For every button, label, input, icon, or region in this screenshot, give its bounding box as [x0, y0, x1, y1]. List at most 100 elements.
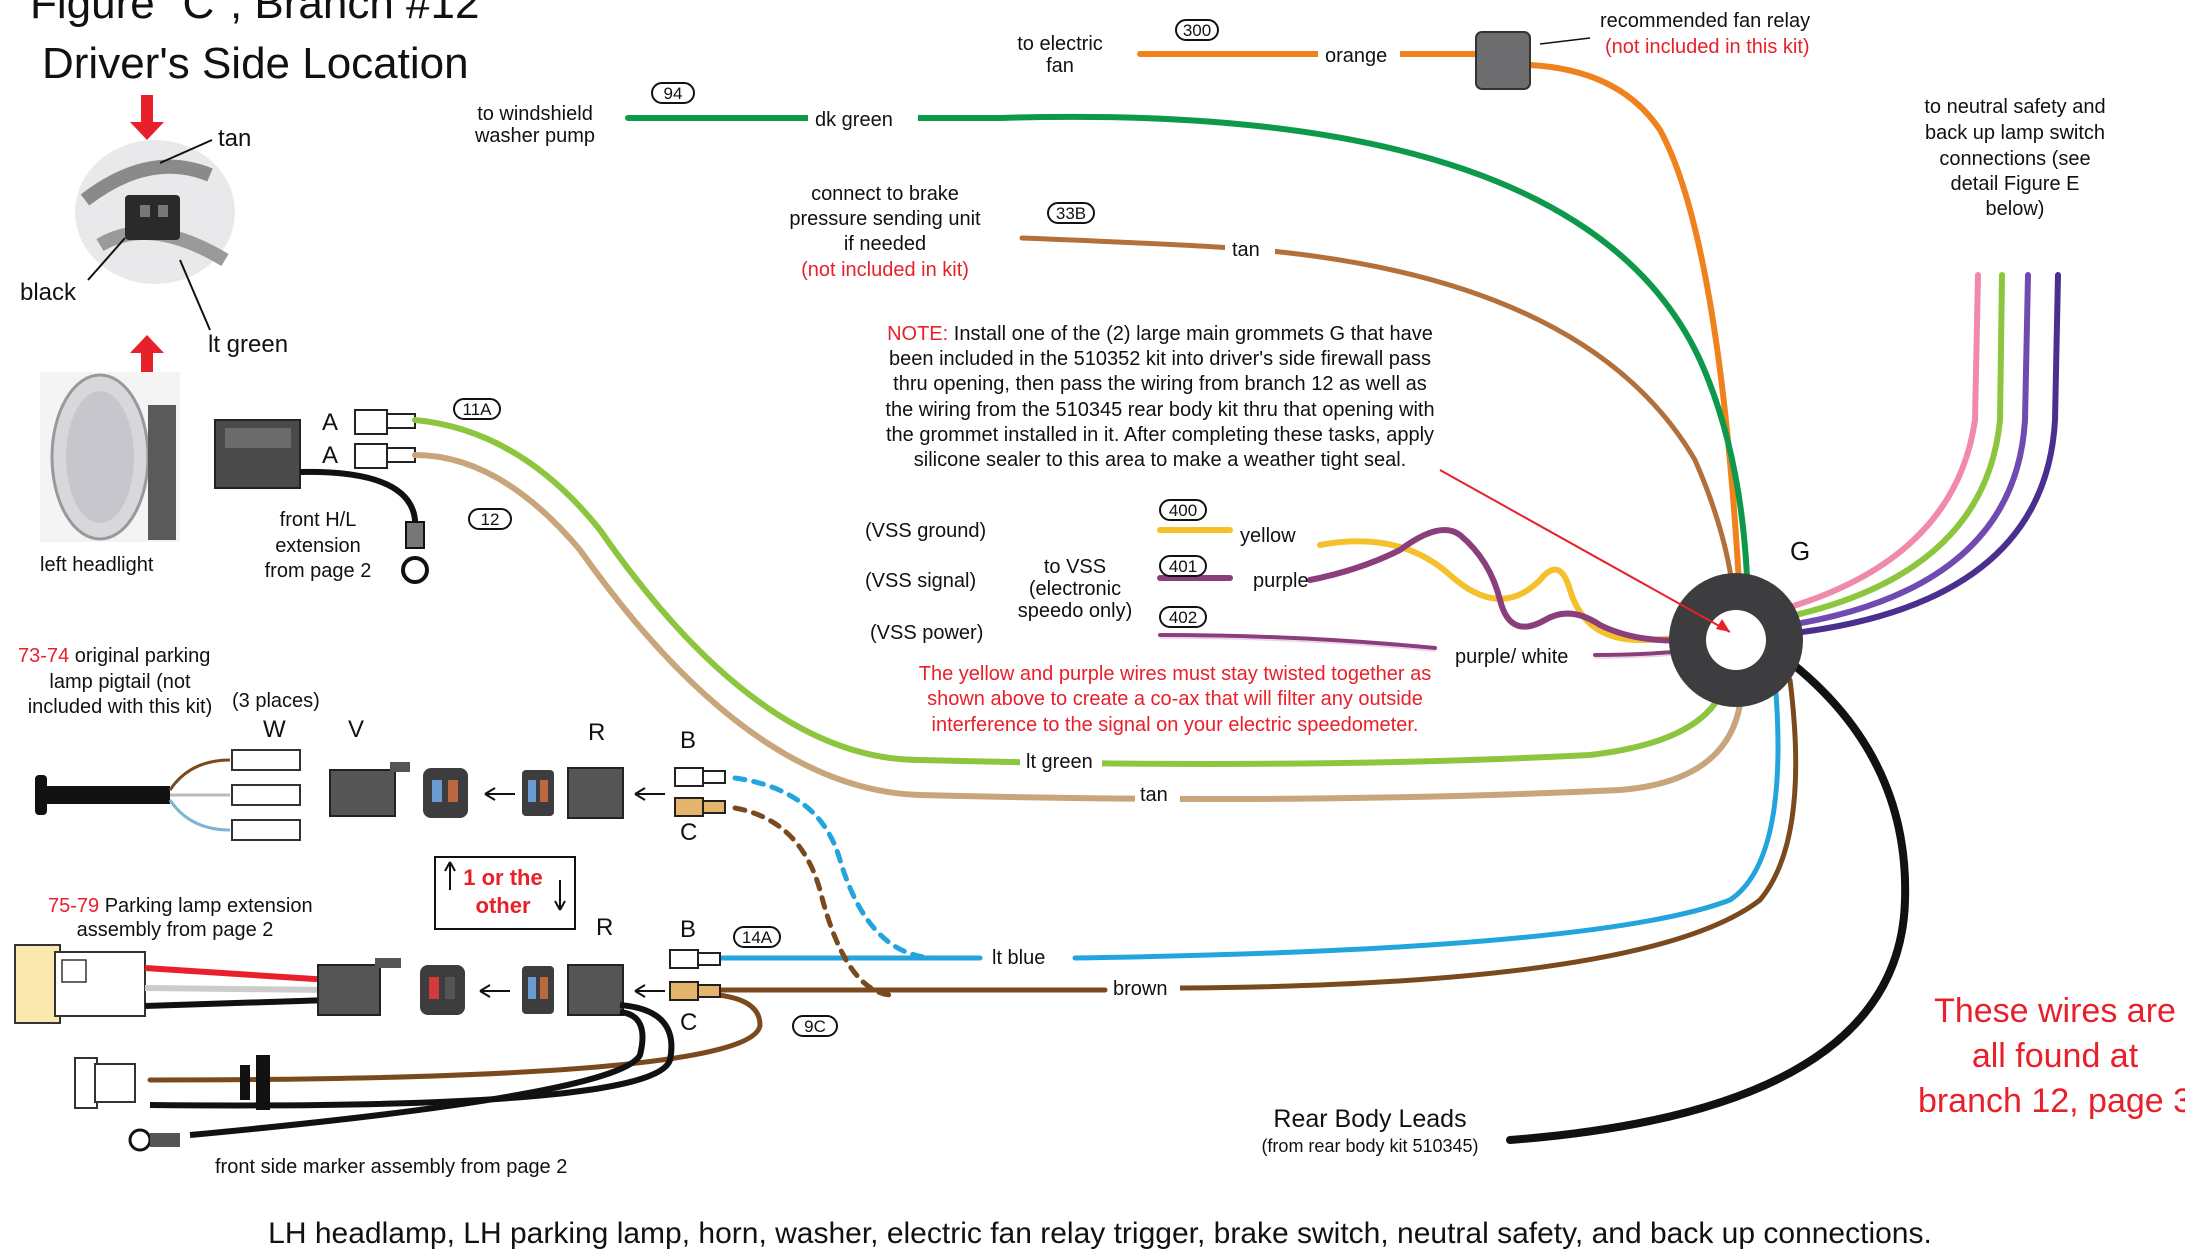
label-b1: B	[680, 727, 696, 754]
label-brake-3: if needed	[844, 233, 926, 255]
label-conn-a1: A	[322, 409, 338, 436]
arrow-down-icon	[130, 95, 164, 140]
label-lt-blue: lt blue	[992, 947, 1045, 969]
one-or-other-2: other	[476, 893, 531, 918]
note-line-6: silicone sealer to this area to make a w…	[914, 449, 1406, 471]
label-orange: orange	[1325, 45, 1387, 67]
label-side-marker: front side marker assembly from page 2	[215, 1156, 567, 1178]
label-washer-1: to windshield	[477, 103, 593, 125]
svg-text:73-74 original parking: 73-74 original parking	[18, 645, 210, 667]
note-line-1: Install one of the (2) large main gromme…	[948, 323, 1433, 345]
wire-lt-blue-alt	[732, 775, 943, 961]
label-neutral-4: detail Figure E	[1951, 173, 2080, 195]
wire-brown-alt	[732, 805, 893, 998]
svg-text:interference to the signal on: interference to the signal on your elect…	[932, 714, 1419, 736]
orig-line-2: lamp pigtail (not	[49, 671, 191, 693]
connector-r-lower-small	[522, 966, 554, 1014]
install-note: NOTE: Install one of the (2) large main …	[885, 323, 1434, 471]
connector-r-upper-small	[522, 770, 554, 816]
arrow-left-icon-4	[634, 984, 665, 998]
label-rear-body: Rear Body Leads	[1273, 1105, 1466, 1133]
label-brake-note: (not included in kit)	[801, 259, 969, 281]
ring-terminal-icon	[401, 521, 429, 584]
wire-violet	[1781, 272, 2031, 629]
label-lt-green: lt green	[1026, 751, 1093, 773]
label-v: V	[348, 716, 364, 743]
callout-line-1: These wires are	[1934, 992, 2176, 1030]
label-vss-signal: (VSS signal)	[865, 570, 976, 592]
label-c1: C	[680, 819, 697, 846]
wire-brown-main	[1177, 677, 1799, 991]
orig-line-1: original parking	[69, 645, 210, 667]
wire-brown-marker	[147, 992, 763, 1083]
ext-label-3: from page 2	[265, 560, 372, 582]
figure-subtitle: Driver's Side Location	[42, 39, 469, 88]
label-c2: C	[680, 1009, 697, 1036]
terminal-b-upper	[674, 767, 726, 787]
note-prefix: NOTE:	[887, 323, 948, 345]
arrow-up-icon	[130, 335, 164, 380]
callout-line-3: branch 12, page 3	[1918, 1082, 2185, 1120]
circuit-402: 402	[1169, 608, 1197, 627]
wire-rear-body-black	[1506, 636, 1910, 1144]
orig-line-3: included with this kit)	[28, 696, 213, 718]
wire-purple-twist	[1307, 527, 1738, 644]
label-electric-fan-1: to electric	[1017, 33, 1103, 55]
fan-relay	[1475, 31, 1531, 90]
label-yellow: yellow	[1240, 525, 1296, 547]
headlight-photo	[40, 372, 180, 542]
spade-terminal-a1	[354, 409, 416, 435]
label-washer-2: washer pump	[474, 125, 595, 147]
connector-mid-upper	[423, 768, 468, 818]
orig-red: 73-74	[18, 645, 69, 667]
wire-green-ns	[1779, 272, 2005, 621]
circuit-94: 94	[664, 84, 683, 103]
connector-v-upper	[329, 762, 410, 817]
wire-purple-white	[1158, 633, 1437, 650]
ext-label-2: extension	[275, 535, 361, 557]
wire-lt-blue-main	[1072, 677, 1781, 961]
terminal-c-lower	[669, 981, 721, 1001]
label-ltgreen-wire: lt green	[208, 331, 288, 358]
label-conn-a2: A	[322, 442, 338, 469]
parking-pigtail	[35, 749, 301, 841]
terminal-c-upper	[674, 797, 726, 817]
arrow-left-icon	[484, 787, 515, 801]
footer-caption: LH headlamp, LH parking lamp, horn, wash…	[268, 1217, 1932, 1250]
figure-title: Figure "C", Branch #12	[30, 0, 479, 28]
one-or-other-1: 1 or the	[463, 865, 542, 890]
circuit-400: 400	[1169, 501, 1197, 520]
callout-line-2: all found at	[1972, 1037, 2139, 1075]
note-line-4: the wiring from the 510345 rear body kit…	[885, 399, 1434, 421]
label-purple-white: purple/ white	[1455, 646, 1568, 668]
wire-pink	[1777, 272, 1981, 613]
label-b2: B	[680, 916, 696, 943]
spade-terminal-a2	[354, 443, 416, 469]
note-line-3: thru opening, then pass the wiring from …	[893, 373, 1427, 395]
side-marker-assembly	[74, 1055, 270, 1152]
label-electric-fan-2: fan	[1046, 55, 1074, 77]
label-tan-33b: tan	[1232, 239, 1260, 261]
circuit-300: 300	[1183, 21, 1211, 40]
circuit-11a: 11A	[463, 400, 493, 419]
headlight-connector-photo	[75, 140, 235, 284]
circuit-401: 401	[1169, 557, 1197, 576]
wire-indigo	[1783, 272, 2061, 637]
parking-lamp-assembly	[14, 944, 401, 1024]
connector-mid-lower	[420, 965, 465, 1015]
label-grommet-g: G	[1790, 536, 1810, 566]
label-three-places: (3 places)	[232, 690, 320, 712]
label-dk-green: dk green	[815, 109, 893, 131]
label-purple: purple	[1253, 570, 1309, 592]
label-to-vss-3: speedo only)	[1018, 600, 1133, 622]
ext-label-1: front H/L	[280, 509, 357, 531]
label-tan-wire: tan	[218, 125, 251, 152]
label-fan-relay: recommended fan relay	[1600, 10, 1810, 32]
label-brake-1: connect to brake	[811, 183, 959, 205]
label-black-wire: black	[20, 279, 77, 306]
label-vss-ground: (VSS ground)	[865, 520, 986, 542]
svg-text:NOTE: Install one of the (2) l: NOTE: Install one of the (2) large main …	[887, 323, 1433, 345]
circuit-33b: 33B	[1056, 204, 1086, 223]
connector-r-upper	[567, 767, 624, 819]
svg-text:75-79 Parking lamp extension: 75-79 Parking lamp extension	[48, 895, 313, 917]
